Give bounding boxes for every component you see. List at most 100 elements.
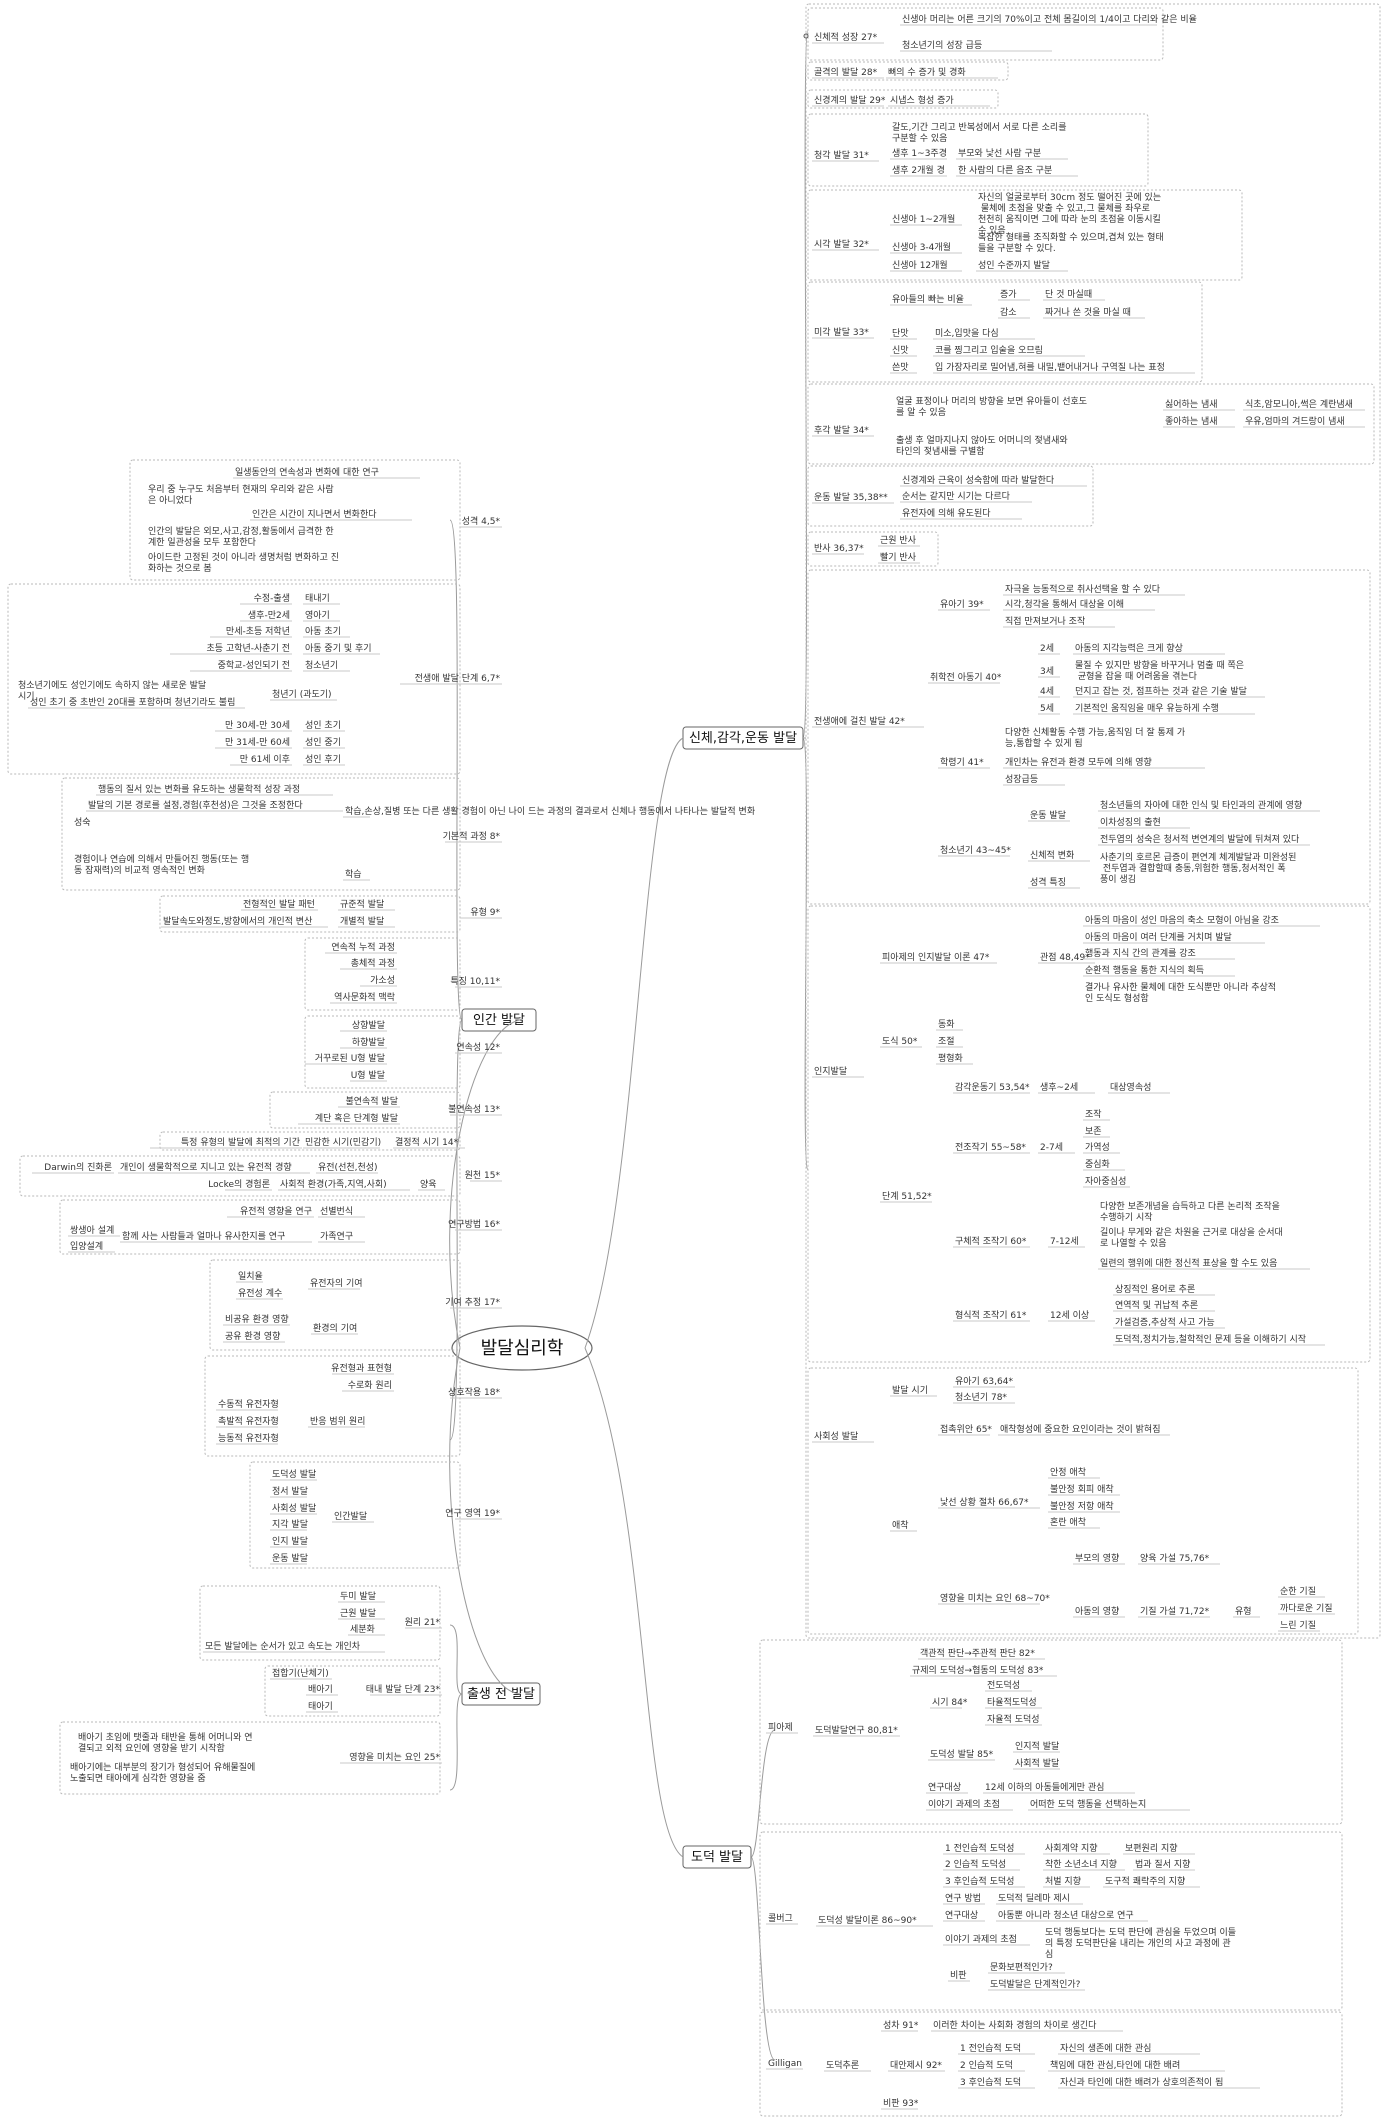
leaf-node: 청소년기 [305,660,338,671]
leaf-node: 유아기 39* [940,599,984,610]
group-frame [807,189,1243,281]
leaf-node: 만 30세-만 30세 [225,720,290,731]
leaf-node: Darwin의 진화론 [44,1162,112,1173]
leaf-node: 정서 발달 [272,1485,308,1497]
leaf-node: 조작 [1085,1109,1102,1120]
leaf-node: 우유,엄마의 겨드랑이 냄새 [1245,415,1345,427]
leaf-node: 착한 소년소녀 지향 [1045,1858,1117,1870]
leaf-node: 일치율 [238,1270,263,1282]
leaf-node: Locke의 경험론 [208,1178,270,1190]
group-frame [807,89,999,109]
leaf-node: 규제의 도덕성→협동의 도덕성 83* [912,1664,1044,1676]
group-frame [61,777,461,891]
leaf-node: 불안정 회피 애착 [1050,1484,1114,1495]
leaf-node: 유전성 계수 [238,1287,282,1299]
leaf-node: 인지적 발달 [1015,1740,1059,1752]
leaf-node: 만세-초등 저학년 [226,626,290,637]
leaf-node: 배아기 [308,1684,333,1695]
connector-line [584,737,684,1349]
connector-line [449,1347,521,1695]
leaf-node: 도덕성 발달이론 86~90* [818,1914,917,1926]
leaf-node: 사회적 환경(가족,지역,사회) [280,1178,387,1190]
leaf-node: 청소년기의 성장 급등 [902,40,982,51]
leaf-node: 빨기 반사 [880,552,917,563]
leaf-node: 안정 애착 [1050,1467,1086,1478]
leaf-node: 3 후인습적 도덕 [960,2076,1021,2088]
connector-line [449,1624,463,1695]
node-label: 출생 후 얼마지나지 않아도 어머니의 젖냄새와 타인의 젖냄새를 구별함 [896,434,1071,457]
group-frame [159,895,461,933]
node-label: 물질 수 있지만 방향을 바꾸거나 멈출 때 쪽은 균형을 잡을 때 어려움을 … [1075,659,1244,682]
group-frame [199,1585,441,1661]
leaf-node: 2-7세 [1040,1142,1063,1153]
group-frame [59,1199,461,1255]
leaf-node: 성인 중기 [305,737,341,748]
leaf-node: 전생애 발달 단계 6,7* [415,672,501,684]
leaf-node: 사회성 발달 [814,1430,858,1442]
leaf-node: 도덕발달은 단계적인가? [990,1978,1081,1990]
leaf-node: 단맛 [892,328,909,339]
leaf-node: 조절 [938,1035,955,1047]
leaf-node: 불안정 저항 애착 [1050,1501,1114,1512]
leaf-node: 1 전인습적 도덕성 [945,1842,1014,1854]
group-frame [759,1831,1343,2011]
leaf-node: 연속성 12* [456,1042,500,1053]
leaf-node: 12세 이상 [1050,1310,1089,1321]
central-node[interactable] [451,1325,593,1371]
leaf-node: 수로화 원리 [348,1380,392,1391]
leaf-node: 운동 발달 [1030,809,1066,821]
leaf-node: 유전자의 기여 [310,1277,363,1289]
leaf-node: 책임에 대한 관심,타인에 대한 배려 [1050,2059,1180,2071]
leaf-node: 도구적 쾌락주의 지향 [1105,1875,1185,1887]
leaf-node: 촉발적 유전자형 [218,1415,279,1427]
leaf-node: 성인 초기 [305,720,341,731]
leaf-node: 아동뿐 아니라 청소년 대상으로 연구 [998,1910,1134,1921]
leaf-node: 4세 [1040,686,1054,697]
leaf-node: 미소,입맛을 다심 [935,327,999,339]
leaf-node: 역사문화적 맥락 [334,991,395,1003]
group-frame [807,465,1094,527]
leaf-node: 발달속도와정도,방향에서의 개인적 변산 [163,915,312,927]
leaf-node: 느린 기질 [1280,1619,1316,1631]
leaf-node: 양육 [420,1179,437,1190]
group-frame [807,569,1371,905]
leaf-node: 연역적 및 귀납적 추론 [1115,1299,1198,1311]
leaf-node: 타율적도덕성 [987,1696,1037,1708]
leaf-node: 자신과 타인에 대한 배려가 상호의존적이 됨 [1060,2076,1223,2088]
leaf-node: 특징 10,11* [450,976,500,987]
leaf-node: 반응 범위 원리 [310,1416,365,1427]
leaf-node: 총체적 과정 [351,957,395,969]
leaf-node: 신경계와 근육이 성숙함에 따라 발달한다 [902,474,1055,486]
group-frame [807,383,1375,465]
leaf-node: 2 인습적 도덕성 [945,1858,1006,1870]
leaf-node: 유아들의 빠는 비율 [892,294,964,305]
connector-line [449,1019,521,1349]
leaf-node: 선별번식 [320,1206,353,1217]
group-frame [249,1461,461,1569]
leaf-node: 성인 수준까지 발달 [978,259,1050,271]
leaf-node: 후각 발달 34* [814,424,869,436]
leaf-node: 성격 4,5* [462,515,501,527]
leaf-node: 애착 [892,1520,909,1531]
leaf-node: 시각,청각을 통해서 대상을 이해 [1005,598,1124,610]
leaf-node: 발달의 기본 경로를 설정,경험(후천성)은 그것을 조정한다 [88,799,303,811]
leaf-node: 직접 만져보거나 조작 [1005,615,1085,627]
leaf-node: 객관적 판단→주관적 판단 82* [920,1647,1035,1659]
connector-line [584,1347,684,1858]
leaf-node: 성장급등 [1005,774,1038,785]
leaf-node: 연속적 누적 과정 [331,941,395,953]
leaf-node: 행동과 지식 간의 관계를 강조 [1085,947,1196,959]
connector-line [449,1693,463,1791]
branch-moral-label: 도덕 발달 [691,1850,743,1865]
leaf-node: 상향발달 [352,1019,385,1031]
leaf-node: 사회성 발달 [272,1502,316,1514]
group-frame [129,459,461,581]
leaf-node: 시기 84* [932,1697,968,1708]
leaf-node: 신생아 1~2개월 [892,213,955,225]
leaf-node: 일생동안의 연속성과 변화에 대한 연구 [235,467,379,478]
